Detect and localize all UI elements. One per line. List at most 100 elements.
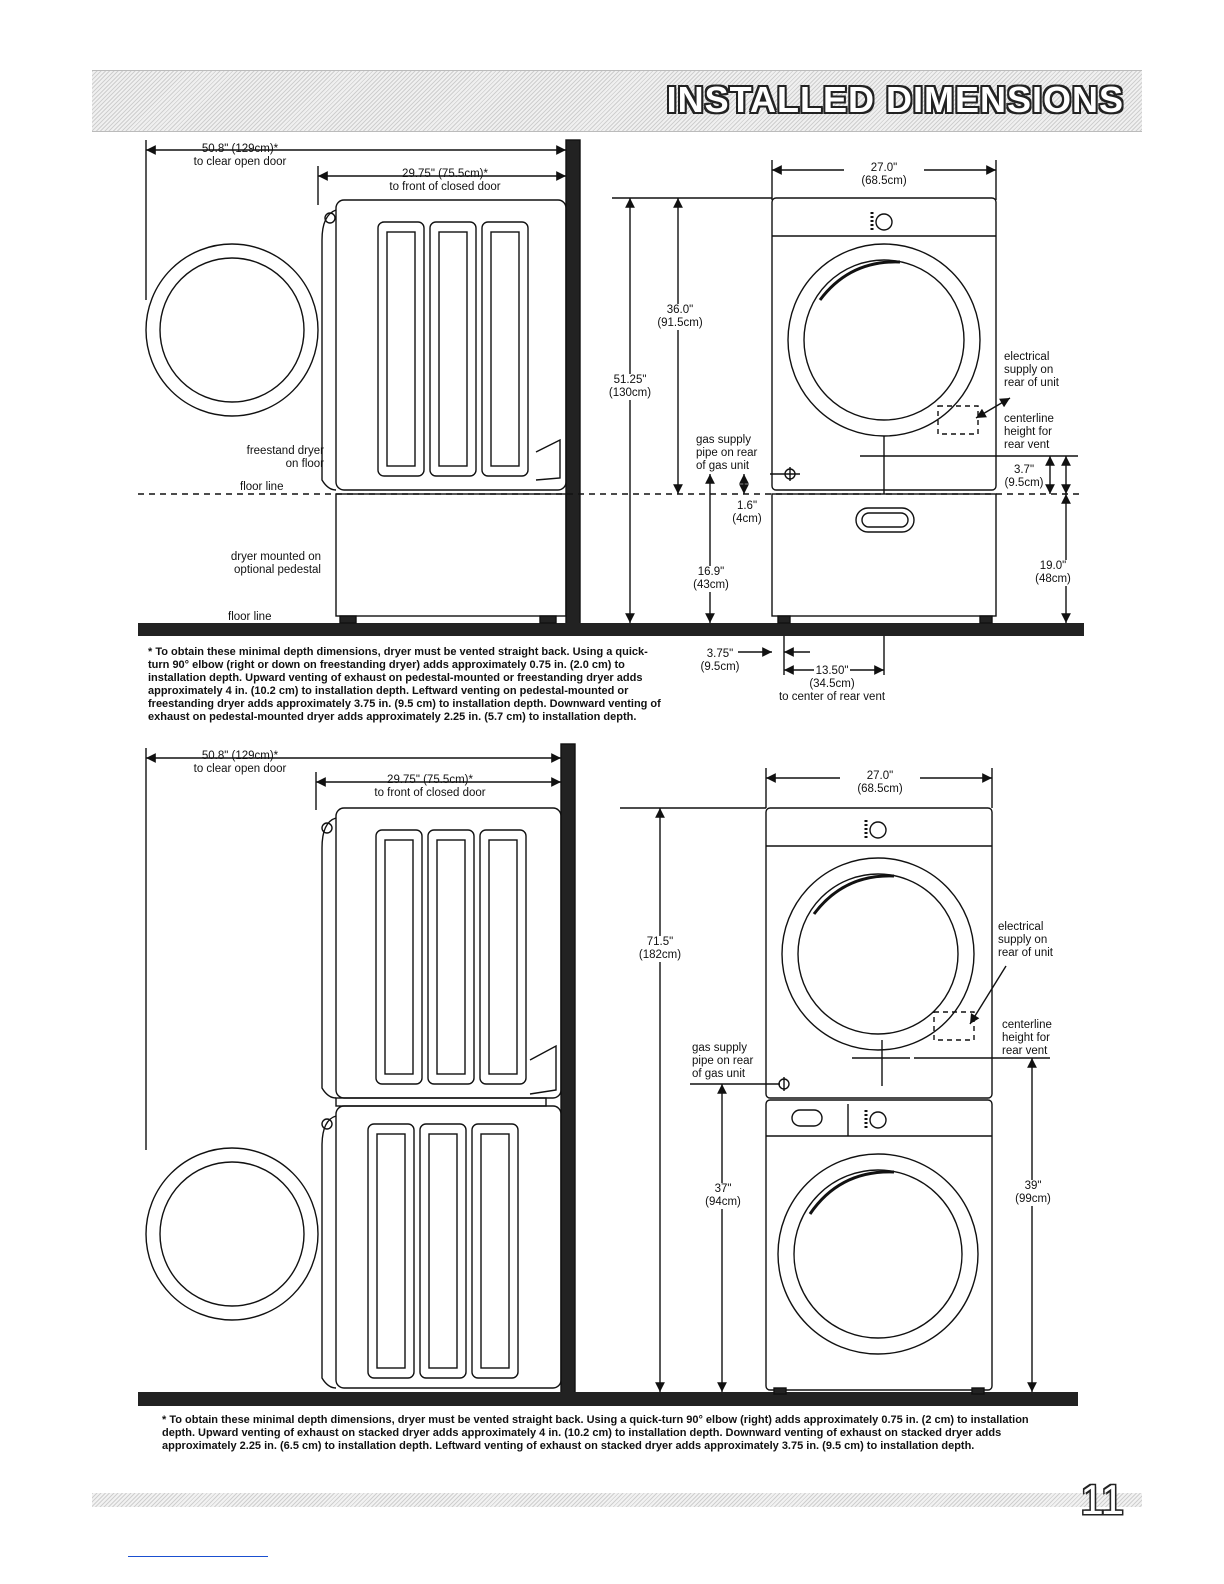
- dryer-side-view-top: [145, 199, 567, 491]
- dim-1-6-cm: (4cm): [732, 513, 762, 525]
- front-door-dim-bottom: 29.75" (75.5cm)* to front of closed door: [340, 774, 520, 800]
- dim-1-6: 1.6" (4cm): [722, 500, 772, 526]
- stacked-front-view: [765, 807, 993, 1395]
- freestand-line-1: freestand dryer: [246, 445, 324, 457]
- height-37-cm: (94cm): [705, 1196, 741, 1208]
- footnote-top: * To obtain these minimal depth dimensio…: [148, 646, 661, 723]
- floor-line-label-1: floor line: [240, 481, 284, 493]
- cent-line-1-b: centerline: [1002, 1019, 1052, 1031]
- clear-door-dim-value-b: 50.8" (129cm)*: [201, 750, 279, 762]
- electrical-label-bottom: electrical supply on rear of unit: [998, 921, 1053, 960]
- front-door-dim-text-b: to front of closed door: [374, 787, 486, 799]
- height-36-cm: (91.5cm): [657, 317, 703, 329]
- height-16-9-value: 16.9": [697, 566, 725, 578]
- freestand-label: freestand dryer on floor: [200, 445, 324, 471]
- clear-door-dim-text: to clear open door: [193, 156, 287, 168]
- height-71-5-cm: (182cm): [638, 949, 682, 961]
- cent-line-2-b: height for: [1002, 1032, 1050, 1044]
- centerline-label-bottom: centerline height for rear vent: [1002, 1019, 1052, 1058]
- height-51-value: 51.25": [613, 374, 647, 386]
- clear-door-dim-top: 50.8" (129cm)* to clear open door: [170, 143, 310, 169]
- wall-top: [565, 139, 581, 633]
- front-door-dim-value: 29.75" (75.5cm)*: [402, 168, 488, 180]
- gas-supply-label-bottom: gas supply pipe on rear of gas unit: [692, 1042, 753, 1081]
- page-number: 11: [1080, 1476, 1124, 1523]
- gas-supply-label-top: gas supply pipe on rear of gas unit: [696, 434, 757, 473]
- elec-line-2-b: supply on: [998, 934, 1048, 946]
- width-dim-value-b: 27.0": [866, 770, 894, 782]
- height-16-9-dim: 16.9" (43cm): [686, 566, 736, 592]
- divider: [128, 1556, 268, 1557]
- width-dim-top: 27.0" (68.5cm): [844, 162, 924, 188]
- elec-line-3: rear of unit: [1004, 377, 1059, 389]
- dim-3-7-value: 3.7": [1013, 464, 1035, 476]
- height-51-dim: 51.25" (130cm): [600, 374, 660, 400]
- floor-line-label-2: floor line: [228, 611, 272, 623]
- cent-line-2: height for: [1004, 426, 1052, 438]
- front-door-dim-text: to front of closed door: [389, 181, 501, 193]
- elec-line-1-b: electrical: [998, 921, 1044, 933]
- page-title: INSTALLED DIMENSIONS: [666, 79, 1124, 120]
- height-37-dim: 37" (94cm): [698, 1183, 748, 1209]
- height-16-9-cm: (43cm): [693, 579, 729, 591]
- dim-3-75-cm: (9.5cm): [700, 661, 740, 673]
- cent-line-3-b: rear vent: [1002, 1045, 1048, 1057]
- stacked-side-view: [145, 807, 562, 1389]
- dim-13-5-cm: (34.5cm): [809, 678, 855, 690]
- height-37-value: 37": [714, 1183, 732, 1195]
- pedestal-side: [335, 493, 567, 617]
- pedestal-line-2: optional pedestal: [234, 564, 321, 576]
- footer-bar: [92, 1493, 1142, 1507]
- dim-3-75: 3.75" (9.5cm): [696, 648, 744, 674]
- width-dim-cm: (68.5cm): [861, 175, 907, 187]
- dim-13-5-value: 13.50": [813, 665, 851, 678]
- header-banner: INSTALLED DIMENSIONS: [92, 70, 1142, 132]
- height-71-5-dim: 71.5" (182cm): [630, 936, 690, 962]
- front-door-dim-value-b: 29.75" (75.5cm)*: [387, 774, 473, 786]
- cent-line-1: centerline: [1004, 413, 1054, 425]
- width-dim-cm-b: (68.5cm): [857, 783, 903, 795]
- gas-line-3-b: of gas unit: [692, 1068, 746, 1080]
- height-36-value: 36.0": [666, 304, 694, 316]
- centerline-label-top: centerline height for rear vent: [1004, 413, 1054, 452]
- dryer-front-view-top: [770, 197, 1078, 494]
- clear-door-dim-text-b: to clear open door: [193, 763, 287, 775]
- pedestal-line-1: dryer mounted on: [230, 551, 321, 563]
- height-71-5-value: 71.5": [646, 936, 674, 948]
- width-dim-value: 27.0": [870, 162, 898, 174]
- clear-door-dim-bottom: 50.8" (129cm)* to clear open door: [170, 750, 310, 776]
- front-door-dim-top: 29.75" (75.5cm)* to front of closed door: [360, 168, 530, 194]
- height-19-dim: 19.0" (48cm): [1028, 560, 1078, 586]
- clear-door-dim-value: 50.8" (129cm)*: [201, 143, 279, 155]
- dim-3-7: 3.7" (9.5cm): [998, 464, 1050, 490]
- wall-bottom: [560, 743, 576, 1397]
- dim-3-75-value: 3.75": [706, 648, 734, 660]
- height-19-value: 19.0": [1039, 560, 1067, 572]
- elec-line-2: supply on: [1004, 364, 1054, 376]
- pedestal-label: dryer mounted on optional pedestal: [190, 551, 321, 577]
- width-dim-bottom: 27.0" (68.5cm): [840, 770, 920, 796]
- dim-13-5: 13.50" (34.5cm) to center of rear vent: [762, 665, 902, 704]
- height-19-cm: (48cm): [1035, 573, 1071, 585]
- height-39-dim: 39" (99cm): [1008, 1180, 1058, 1206]
- gas-line-1-b: gas supply: [692, 1042, 747, 1054]
- floor-top: [138, 623, 1084, 636]
- gas-line-2-b: pipe on rear: [692, 1055, 754, 1067]
- dim-3-7-cm: (9.5cm): [1004, 477, 1044, 489]
- height-51-cm: (130cm): [608, 387, 652, 399]
- electrical-label-top: electrical supply on rear of unit: [1004, 351, 1059, 390]
- dim-13-5-text: to center of rear vent: [778, 691, 886, 703]
- elec-line-3-b: rear of unit: [998, 947, 1053, 959]
- height-39-cm: (99cm): [1015, 1193, 1051, 1205]
- footnote-bottom: * To obtain these minimal depth dimensio…: [162, 1414, 1029, 1452]
- gas-line-2: pipe on rear: [696, 447, 758, 459]
- height-39-value: 39": [1024, 1180, 1042, 1192]
- gas-line-3: of gas unit: [696, 460, 750, 472]
- floor-bottom: [138, 1392, 1078, 1406]
- freestand-line-2: on floor: [285, 458, 324, 470]
- elec-line-1: electrical: [1004, 351, 1050, 363]
- dim-1-6-value: 1.6": [736, 500, 758, 512]
- cent-line-3: rear vent: [1004, 439, 1050, 451]
- height-36-dim: 36.0" (91.5cm): [650, 304, 710, 330]
